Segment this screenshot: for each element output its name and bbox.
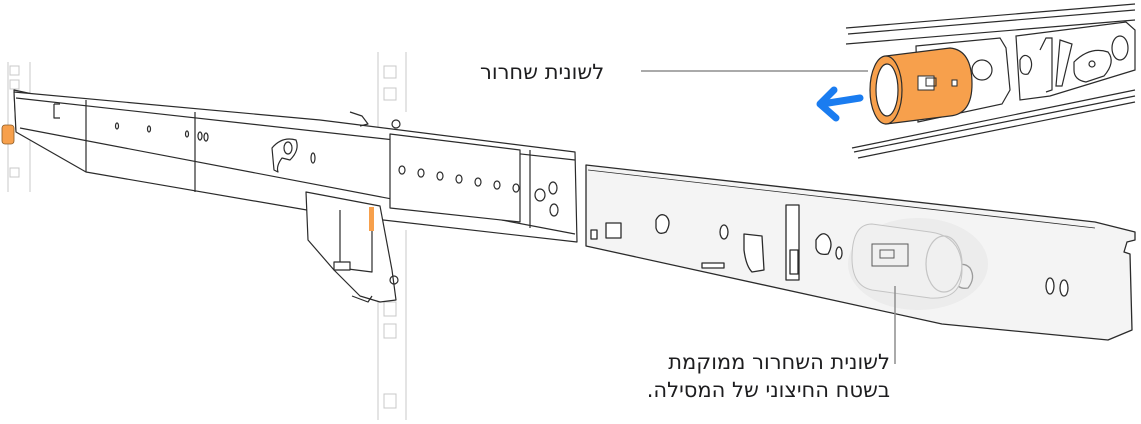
recessed-release-tab — [848, 218, 988, 310]
recessed-tab-label: לשונית השחרור ממוקמת בשטח החיצוני של המס… — [647, 348, 890, 404]
recessed-tab-label-line-1: לשונית השחרור ממוקמת — [668, 350, 890, 374]
recessed-tab-label-line-2: בשטח החיצוני של המסילה. — [646, 378, 890, 402]
arrow-left-icon — [816, 86, 864, 122]
extended-rail — [13, 89, 578, 303]
rear-release-tab — [1, 124, 15, 145]
front-release-tab — [369, 207, 374, 231]
release-tab-label: לשונית שחרור — [480, 60, 605, 84]
orange-release-tab — [869, 47, 973, 125]
